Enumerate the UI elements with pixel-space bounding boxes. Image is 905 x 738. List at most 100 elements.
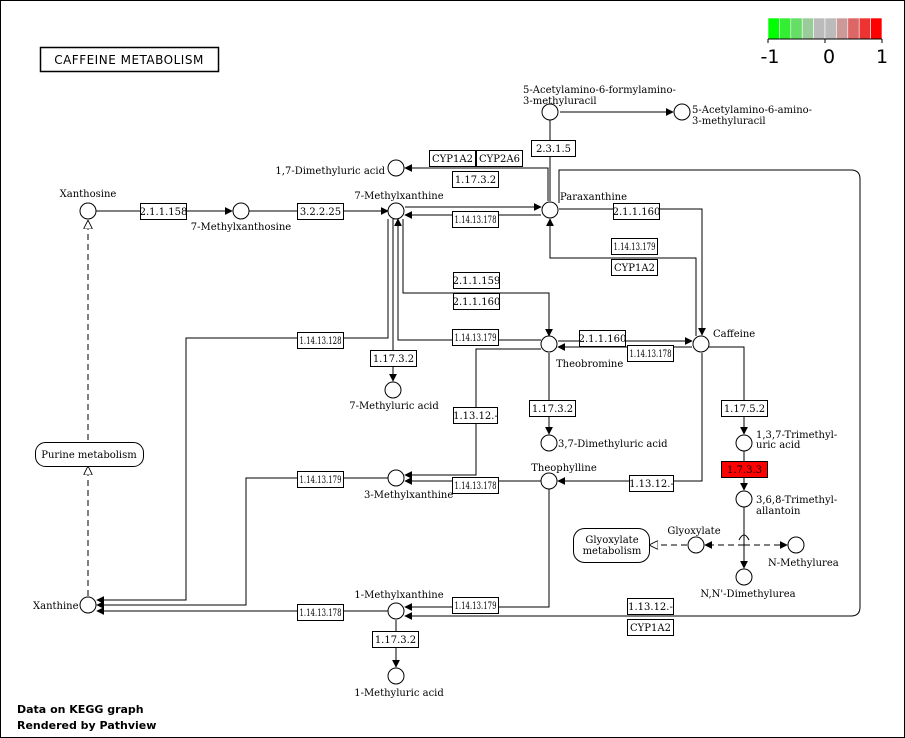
enzyme-label: CYP2A6 [479, 154, 520, 165]
enzyme-1-17-3-2-d[interactable]: 1.17.3.2 [372, 631, 419, 648]
color-legend: -1 0 1 [761, 17, 888, 68]
enzyme-1-14-13-178-a[interactable]: 1.14.13.178 [452, 211, 499, 228]
enzyme-1-13-12-a[interactable]: 1.13.12.- [453, 407, 498, 424]
compound-theophylline[interactable] [540, 472, 558, 490]
enzyme-label: 2.1.1.160 [579, 334, 627, 345]
compound-caffeine[interactable] [692, 335, 710, 353]
enzyme-label: 1.17.5.2 [724, 404, 765, 415]
enzyme-label: 1.14.13.179 [614, 242, 656, 253]
enzyme-2-1-1-158[interactable]: 2.1.1.158 [140, 203, 188, 220]
enzyme-label: 2.3.1.5 [536, 144, 571, 155]
compound-xanthosine[interactable] [79, 202, 97, 220]
compound-3-methylxanthine[interactable] [387, 469, 405, 487]
compound-1-methyluric-acid[interactable] [387, 667, 405, 685]
legend-label-max: 1 [876, 46, 888, 68]
map-link-purine-metabolism[interactable]: Purine metabolism [35, 442, 144, 467]
enzyme-label: CYP1A2 [630, 623, 671, 634]
enzyme-1-7-3-3[interactable]: 1.7.3.3 [721, 461, 768, 478]
label-3-6-8-trimethylallantoin-2: allantoin [756, 506, 801, 517]
enzyme-1-17-5-2[interactable]: 1.17.5.2 [721, 400, 768, 417]
compound-paraxanthine[interactable] [541, 201, 559, 219]
label-aamu-1: 5-Acetylamino-6-amino- [692, 105, 812, 116]
enzyme-2-1-1-160-a[interactable]: 2.1.1.160 [613, 203, 661, 220]
label-1-3-7-trimethyluric-2: uric acid [756, 440, 801, 451]
compound-aamu[interactable] [673, 103, 691, 121]
enzyme-1-13-12-c[interactable]: 1.13.12.- [627, 598, 674, 615]
enzyme-cyp1a2-c[interactable]: CYP1A2 [627, 619, 674, 636]
legend-swatch [813, 17, 826, 40]
enzyme-1-14-13-179-i[interactable]: 1.14.13.179 [452, 597, 499, 614]
legend-swatch [790, 17, 803, 40]
enzyme-1-14-13-178-e[interactable]: 1.14.13.178 [627, 345, 674, 362]
compound-theobromine[interactable] [540, 335, 558, 353]
enzyme-1-14-13-179-b[interactable]: 1.14.13.179 [611, 238, 658, 255]
enzyme-boxes: 2.1.1.158 3.2.2.25 1.14.13.178 1.17.3.2 … [140, 140, 768, 648]
map-link-glyoxylate-metabolism[interactable]: Glyoxylate metabolism [573, 528, 650, 563]
enzyme-1-13-12-b[interactable]: 1.13.12.- [629, 475, 674, 492]
enzyme-2-1-1-159[interactable]: 2.1.1.159 [453, 272, 501, 289]
label-theobromine: Theobromine [556, 359, 623, 370]
legend-swatch [870, 17, 883, 40]
label-caffeine: Caffeine [713, 329, 755, 340]
legend-swatch [767, 17, 780, 40]
enzyme-1-14-13-128[interactable]: 1.14.13.128 [297, 332, 344, 349]
legend-swatch [824, 17, 837, 40]
legend-scale [767, 17, 883, 43]
enzyme-label: 1.14.13.128 [300, 336, 342, 347]
compound-7-methyluric-acid[interactable] [384, 381, 402, 399]
compound-n-methylurea[interactable] [787, 536, 805, 554]
compound-afmu[interactable] [541, 103, 559, 121]
legend-swatch [847, 17, 860, 40]
label-3-methylxanthine: 3-Methylxanthine [364, 490, 453, 501]
label-theophylline: Theophylline [531, 463, 597, 474]
enzyme-3-2-2-25[interactable]: 3.2.2.25 [297, 203, 344, 220]
legend-label-min: -1 [761, 46, 780, 68]
enzyme-label: 1.14.13.178 [455, 215, 497, 226]
enzyme-1-17-3-2-c[interactable]: 1.17.3.2 [529, 400, 576, 417]
compound-7-methylxanthine[interactable] [387, 202, 405, 220]
compound-1-3-7-trimethyluric-acid[interactable] [735, 434, 753, 452]
compound-nodes [79, 103, 805, 685]
label-1-methylxanthine: 1-Methylxanthine [354, 590, 443, 601]
label-n-methylurea: N-Methylurea [768, 558, 839, 569]
enzyme-1-14-13-179-f[interactable]: 1.14.13.179 [297, 471, 344, 488]
enzyme-1-17-3-2-b[interactable]: 1.17.3.2 [370, 350, 417, 367]
enzyme-cyp1a2-a[interactable]: CYP1A2 [429, 150, 476, 167]
enzyme-label: 1.14.13.179 [455, 333, 497, 344]
compound-n-n-dimethylurea[interactable] [735, 568, 753, 586]
legend-swatch [779, 17, 792, 40]
compound-7-methylxanthosine[interactable] [232, 202, 250, 220]
compound-3-6-8-trimethylallantoin[interactable] [735, 490, 753, 508]
enzyme-2-1-1-160-c[interactable]: 2.1.1.160 [579, 330, 627, 347]
enzyme-1-14-13-179-d[interactable]: 1.14.13.179 [452, 329, 499, 346]
enzyme-1-14-13-178-h[interactable]: 1.14.13.178 [297, 604, 344, 621]
compound-1-7-dimethyluric-acid[interactable] [387, 159, 405, 177]
label-aamu-2: 3-methyluracil [692, 116, 766, 127]
compound-xanthine[interactable] [79, 596, 97, 614]
enzyme-1-17-3-2-a[interactable]: 1.17.3.2 [452, 171, 499, 188]
label-xanthosine: Xanthosine [60, 189, 117, 200]
enzyme-label: 1.7.3.3 [727, 465, 762, 476]
enzyme-cyp1a2-b[interactable]: CYP1A2 [611, 259, 658, 276]
map-link-label-glyoxylate-2: metabolism [583, 546, 642, 557]
legend-label-mid: 0 [823, 46, 835, 68]
enzyme-2-3-1-5[interactable]: 2.3.1.5 [531, 140, 576, 157]
enzyme-label: 1.17.3.2 [375, 635, 416, 646]
enzyme-label: 2.1.1.160 [613, 207, 661, 218]
compound-1-methylxanthine[interactable] [387, 602, 405, 620]
compound-3-7-dimethyluric-acid[interactable] [540, 434, 558, 452]
enzyme-cyp2a6[interactable]: CYP2A6 [476, 150, 523, 167]
enzyme-label: 1.14.13.178 [300, 608, 342, 619]
enzyme-label: CYP1A2 [614, 263, 655, 274]
enzyme-label: 3.2.2.25 [300, 207, 341, 218]
compound-labels: Xanthosine 7-Methylxanthosine 7-Methylxa… [33, 85, 839, 699]
enzyme-1-14-13-178-g[interactable]: 1.14.13.178 [452, 477, 499, 494]
enzyme-label: 1.17.3.2 [373, 354, 414, 365]
enzyme-2-1-1-160-b[interactable]: 2.1.1.160 [453, 293, 501, 310]
label-3-6-8-trimethylallantoin-1: 3,6,8-Trimethyl- [756, 495, 837, 506]
label-afmu-2: 3-methyluracil [523, 96, 597, 107]
compound-glyoxylate[interactable] [687, 536, 705, 554]
footer: Data on KEGG graph Rendered by Pathview [17, 703, 156, 732]
